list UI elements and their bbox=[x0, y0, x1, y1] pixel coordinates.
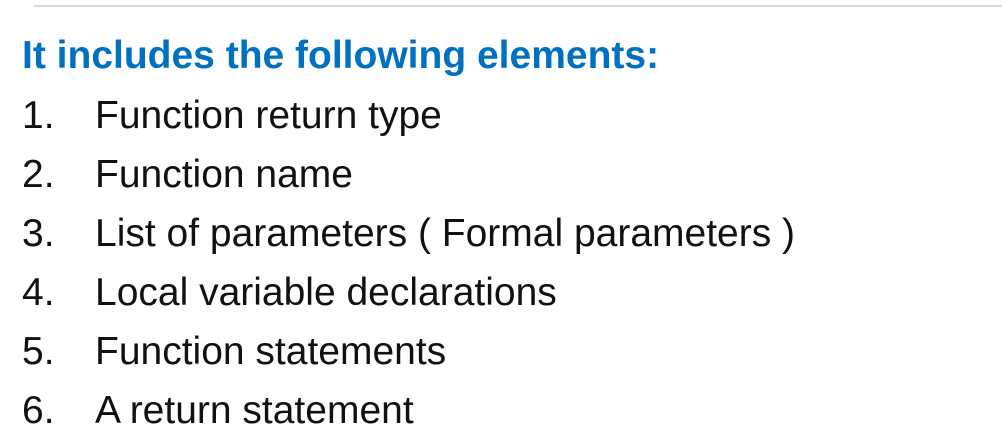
section-heading: It includes the following elements: bbox=[22, 34, 660, 77]
list-item: 1. Function return type bbox=[22, 86, 795, 145]
list-item-text: Function statements bbox=[95, 330, 447, 373]
list-item-text: A return statement bbox=[95, 389, 414, 432]
list-item-text: Local variable declarations bbox=[95, 271, 557, 314]
list-item-text: List of parameters ( Formal parameters ) bbox=[95, 212, 796, 255]
list-item-number: 2. bbox=[22, 153, 55, 196]
list-item: 5. Function statements bbox=[22, 322, 795, 381]
list-item: 6. A return statement bbox=[22, 381, 795, 440]
list-item-number: 4. bbox=[22, 271, 55, 314]
top-divider bbox=[34, 5, 1002, 7]
list-item-number: 6. bbox=[22, 389, 55, 432]
list-item: 4. Local variable declarations bbox=[22, 263, 795, 322]
function-elements-list: 1. Function return type 2. Function name… bbox=[22, 86, 795, 440]
list-item: 3. List of parameters ( Formal parameter… bbox=[22, 204, 795, 263]
list-item-text: Function name bbox=[95, 153, 353, 196]
list-item-number: 1. bbox=[22, 94, 55, 137]
list-item-number: 5. bbox=[22, 330, 55, 373]
list-item-number: 3. bbox=[22, 212, 55, 255]
list-item-text: Function return type bbox=[95, 94, 442, 137]
list-item: 2. Function name bbox=[22, 145, 795, 204]
